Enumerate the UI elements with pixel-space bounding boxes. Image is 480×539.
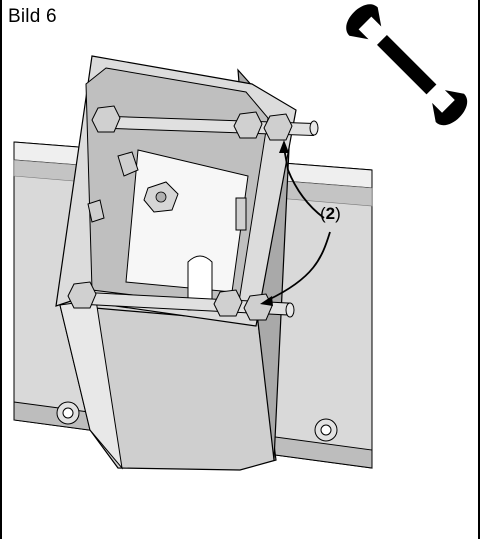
wrench-icon — [346, 4, 468, 126]
center-bolt — [143, 181, 179, 213]
side-block-left-2 — [87, 199, 105, 223]
inner-pin — [235, 197, 247, 231]
callout-open: ( — [320, 204, 326, 223]
figure-caption: Bild 6 — [8, 6, 57, 27]
upper-rod — [91, 105, 319, 141]
callout-leaders — [260, 140, 331, 306]
side-block-left — [117, 151, 139, 177]
callout-close: ) — [335, 204, 341, 223]
callout-number: 2 — [325, 204, 336, 223]
rail-nut-right — [314, 418, 338, 442]
rail-nut-left — [56, 401, 80, 425]
lower-rod — [67, 281, 295, 321]
callout-label-2: (2) — [320, 204, 341, 224]
